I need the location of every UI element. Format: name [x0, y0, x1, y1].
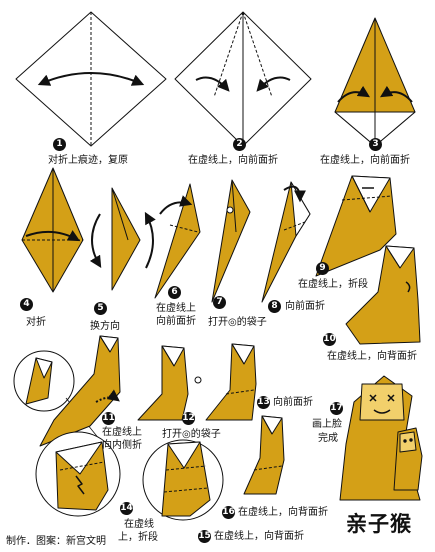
step2-diagram [174, 11, 312, 147]
step7-diagram [211, 179, 251, 303]
step-caption-12: 打开◎的袋子 [162, 429, 221, 440]
step-caption-14b: 上，折段 [118, 532, 158, 543]
step10-diagram [345, 245, 421, 345]
step-number-15: 15 [198, 530, 211, 543]
step16-diagram [243, 415, 285, 495]
step-caption-1: 对折上痕迹，复原 [48, 155, 128, 166]
step9-diagram [315, 175, 397, 277]
step-caption-13: 向前面折 [273, 397, 313, 408]
step-caption-8: 向前面折 [285, 301, 325, 312]
step-caption-10: 在虚线上，向背面折 [327, 351, 417, 362]
step5-diagram [89, 187, 156, 291]
step-caption-11b: 向内侧折 [102, 440, 142, 451]
step-number-17: 17 [330, 402, 343, 415]
step-number-8: 8 [268, 300, 281, 313]
step-number-3: 3 [369, 138, 382, 151]
step-number-14: 14 [120, 502, 133, 515]
step-number-9: 9 [316, 262, 329, 275]
step3-diagram [334, 17, 416, 147]
step-number-2: 2 [233, 138, 246, 151]
step-caption-4: 对折 [26, 317, 46, 328]
step11-diagram [13, 335, 121, 447]
step-caption-3: 在虚线上，向前面折 [320, 155, 410, 166]
step-number-4: 4 [20, 298, 33, 311]
step-caption-16: 在虚线上，向背面折 [238, 507, 328, 518]
step-caption-6: 在虚线上 [156, 303, 196, 314]
credit-line: 制作．图案：新宫文明 [6, 536, 106, 547]
step13-diagram [205, 343, 257, 421]
step-number-12: 12 [182, 412, 195, 425]
step-number-1: 1 [53, 138, 66, 151]
step-caption-2: 在虚线上，向前面折 [188, 155, 278, 166]
step17-monkey [339, 375, 423, 501]
step12-diagram [137, 345, 202, 421]
step-number-11: 11 [102, 412, 115, 425]
step14-detail [35, 431, 121, 517]
step-caption-11: 在虚线上 [102, 427, 142, 438]
step-caption-5: 换方向 [90, 321, 120, 332]
step-number-5: 5 [94, 302, 107, 315]
page-title: 亲子猴 [346, 512, 412, 536]
step15-detail [142, 439, 224, 521]
step-caption-15: 在虚线上，向背面折 [214, 531, 304, 542]
step-caption-17b: 完成 [318, 433, 338, 444]
step-number-13: 13 [257, 396, 270, 409]
step-caption-17: 画上脸 [312, 419, 342, 430]
step1-diagram [15, 11, 167, 147]
step-number-6: 6 [168, 286, 181, 299]
step-number-7: 7 [213, 296, 226, 309]
step4-diagram [21, 167, 84, 293]
step-caption-14: 在虚线 [124, 519, 154, 530]
step-caption-9: 在虚线上，折段 [298, 279, 368, 290]
step-number-16: 16 [222, 506, 235, 519]
step8-diagram [261, 181, 311, 303]
step-caption-7: 打开◎的袋子 [208, 317, 267, 328]
step6-diagram [154, 183, 201, 299]
step-caption-6b: 向前面折 [156, 316, 196, 327]
step-number-10: 10 [323, 333, 336, 346]
